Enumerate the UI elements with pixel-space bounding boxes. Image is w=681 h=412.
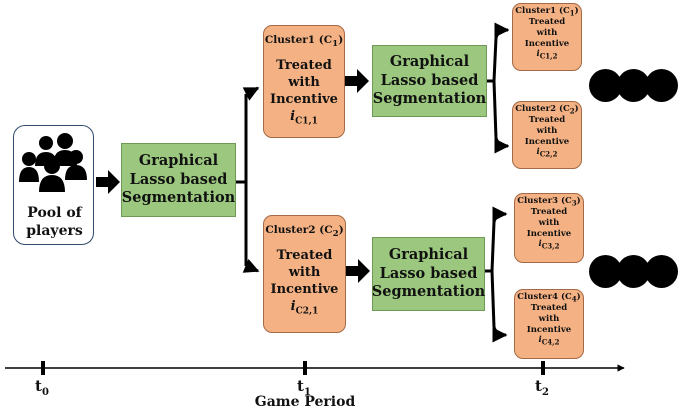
cluster-header: Cluster1 (C1) [515, 6, 579, 18]
block-arrow-c1-to-seg [345, 69, 369, 93]
cluster-body-line2: with [288, 74, 320, 90]
segmentation-box-1: Graphical Lasso based Segmentation [121, 143, 236, 217]
fork-level2-upper [487, 22, 510, 154]
level1-cluster-1: Cluster1 (C1) Treated with Incentive iC1… [263, 25, 345, 138]
cluster-body-line1: Treated [530, 303, 568, 314]
cluster-body-line2: with [288, 264, 321, 280]
cluster-body-line3: Incentive [526, 228, 572, 239]
seg1-line3: Segmentation [121, 189, 236, 207]
level2-cluster-3: Cluster3 (C3) Treated with Incentive iC3… [514, 193, 584, 263]
tick-label-t2: t2 [535, 377, 549, 398]
segmentation-box-3: Graphical Lasso based Segmentation [372, 237, 485, 311]
player-pool-box: Pool of players [13, 125, 94, 245]
seg3-line3: Segmentation [371, 283, 486, 301]
cluster-body-line2: with [536, 126, 558, 137]
incentive-label: iC4,2 [538, 335, 560, 348]
cluster-body-line3: Incentive [524, 136, 570, 147]
block-arrow-pool-to-seg [96, 170, 120, 194]
cluster-body-line3: Incentive [270, 91, 338, 107]
level2-cluster-4: Cluster4 (C4) Treated with Incentive iC4… [514, 289, 584, 359]
pool-label-line1: Pool of [27, 205, 82, 221]
segmentation-box-2: Graphical Lasso based Segmentation [372, 45, 487, 117]
cluster-body-line3: Incentive [524, 38, 570, 49]
incentive-label: iC1,2 [536, 49, 558, 62]
fork-level2-lower [485, 206, 508, 343]
incentive-label: iC2,2 [536, 147, 558, 160]
cluster-body-line3: Incentive [270, 281, 339, 297]
incentive-label: iC1,1 [290, 108, 318, 127]
seg2-line2: Lasso based [380, 71, 479, 89]
cluster-body-line1: Treated [528, 17, 566, 28]
incentive-label: iC2,1 [290, 298, 319, 317]
level2-cluster-1: Cluster1 (C1) Treated with Incentive iC1… [512, 3, 582, 71]
seg1-line2: Lasso based [129, 170, 228, 188]
seg3-line1: Graphical [388, 246, 469, 264]
cluster-header: Cluster3 (C3) [517, 196, 581, 208]
cluster-body-line2: with [536, 28, 558, 39]
timeline-axis [5, 361, 625, 375]
cluster-body-line1: Treated [276, 58, 332, 74]
ellipsis-dot [645, 69, 678, 102]
seg1-line1: Graphical [138, 152, 219, 170]
fork-level1 [236, 86, 260, 273]
cluster-body-line2: with [538, 314, 560, 325]
cluster-header: Cluster2 (C2) [265, 224, 344, 240]
cluster-header: Cluster2 (C2) [515, 104, 579, 116]
ellipsis-dot [617, 69, 650, 102]
ellipsis-dot [589, 69, 622, 102]
seg2-line3: Segmentation [372, 90, 487, 108]
tick-label-t1: t1 [297, 377, 311, 398]
level2-cluster-2: Cluster2 (C2) Treated with Incentive iC2… [512, 101, 582, 169]
people-group-icon [19, 133, 87, 192]
seg3-line2: Lasso based [379, 264, 478, 282]
cluster-body-line2: with [538, 218, 560, 229]
seg2-line1: Graphical [389, 53, 470, 71]
cluster-body-line1: Treated [276, 248, 333, 264]
incentive-label: iC3,2 [538, 239, 560, 252]
level1-cluster-2: Cluster2 (C2) Treated with Incentive iC2… [263, 215, 346, 333]
cluster-header: Cluster4 (C4) [517, 292, 581, 304]
pool-label-line2: players [26, 223, 83, 240]
cluster-body-line1: Treated [528, 115, 566, 126]
block-arrow-c2-to-seg [346, 259, 370, 283]
cluster-body-line3: Incentive [526, 324, 572, 335]
cluster-header: Cluster1 (C1) [264, 34, 344, 50]
ellipsis-dot [589, 255, 622, 288]
tick-label-t0: t0 [35, 377, 49, 398]
ellipsis-dot [645, 255, 678, 288]
cluster-body-line1: Treated [530, 207, 568, 218]
timeline-caption: Game Period [254, 394, 356, 410]
ellipsis-dot [617, 255, 650, 288]
